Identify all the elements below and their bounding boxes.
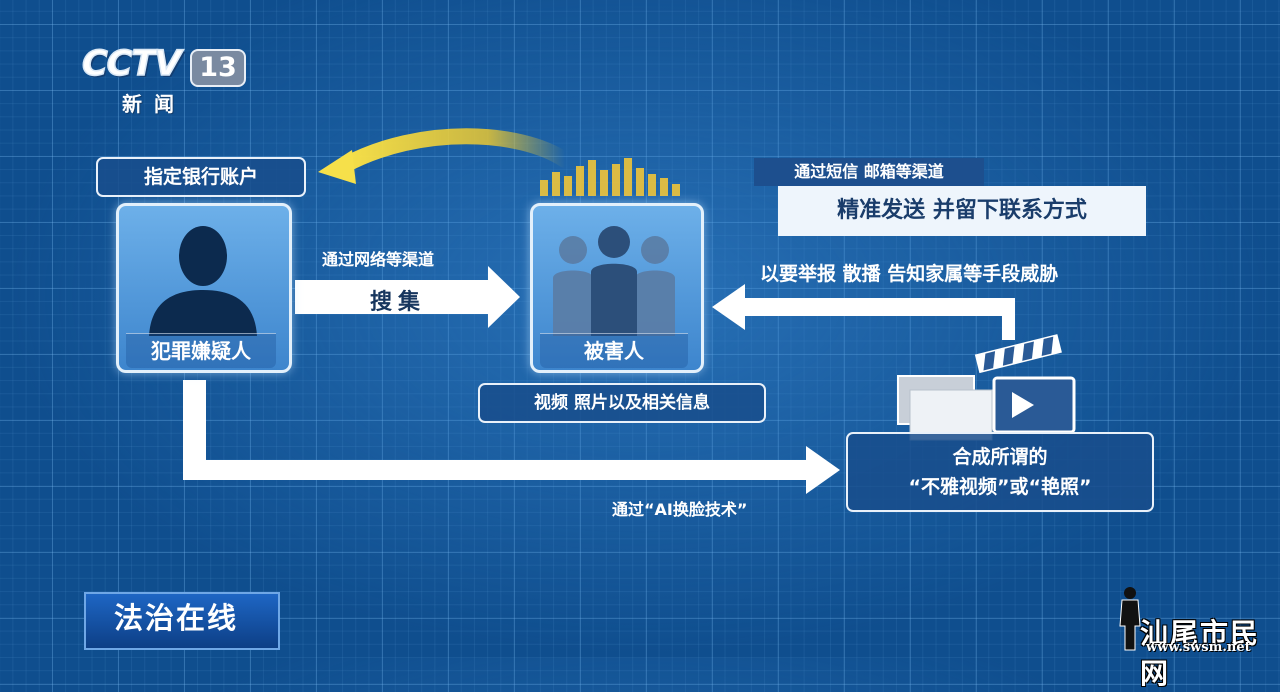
collect-channel-text: 通过网络等渠道 xyxy=(322,250,435,269)
watermark-url: www.swsm.net xyxy=(1146,640,1251,655)
program-banner: 法治在线 xyxy=(84,592,280,650)
victim-card xyxy=(530,203,704,373)
suspect-label: 犯罪嫌疑人 xyxy=(126,333,276,368)
channel-number-badge: 13 xyxy=(190,49,246,87)
threat-arrow xyxy=(712,284,1015,340)
suspect-card xyxy=(116,203,292,373)
ai-face-swap-arrow xyxy=(183,380,840,494)
diagram-arrows xyxy=(183,128,1076,494)
money-flow-arrow xyxy=(337,128,573,173)
ai-face-swap-text: 通过“AI换脸技术” xyxy=(612,500,748,519)
cctv-logo-text: CCTV xyxy=(81,43,182,85)
collect-action-text: 搜集 xyxy=(370,290,427,315)
compose-line1: 合成所谓的 xyxy=(952,446,1048,468)
compose-box: 合成所谓的 “不雅视频”或“艳照” xyxy=(846,432,1154,512)
logo-subtitle: 新闻 xyxy=(122,92,186,116)
bank-account-label: 指定银行账户 xyxy=(96,157,306,197)
victim-label: 被害人 xyxy=(540,333,688,368)
victims-group-icon xyxy=(553,226,675,336)
precise-send-label: 精准发送 并留下联系方式 xyxy=(778,186,1146,236)
sms-channel-label: 通过短信 邮箱等渠道 xyxy=(754,158,984,186)
money-bars-icon xyxy=(540,158,680,196)
cctv13-logo: CCTV 13 新闻 xyxy=(81,43,252,116)
collect-arrow xyxy=(295,266,520,328)
suspect-silhouette-icon xyxy=(149,226,257,336)
money-flow-arrowhead xyxy=(318,150,356,184)
compose-line2: “不雅视频”或“艳照” xyxy=(908,476,1092,498)
info-label: 视频 照片以及相关信息 xyxy=(478,383,766,423)
video-clapboard-icon xyxy=(974,334,1076,434)
photo-document-icon xyxy=(897,375,993,441)
threat-text: 以要举报 散播 告知家属等手段威胁 xyxy=(760,263,1059,285)
watermark-figure-icon xyxy=(1119,587,1141,651)
